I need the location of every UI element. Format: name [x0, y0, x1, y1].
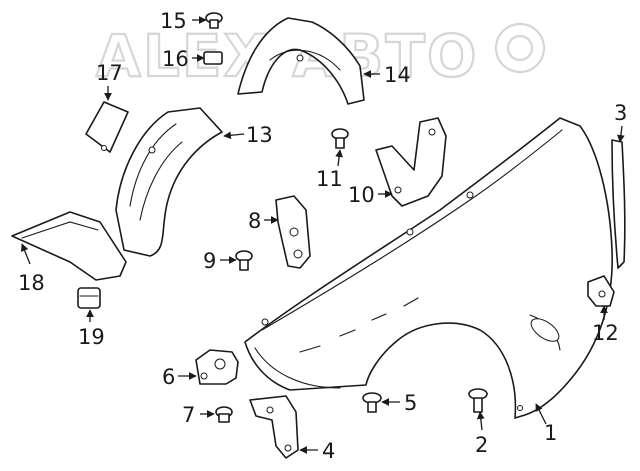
part-1-fender[interactable] — [244, 117, 613, 419]
part-7-nut[interactable] — [215, 406, 233, 423]
callout-7: 7 — [182, 403, 215, 427]
part-9-screw[interactable] — [235, 250, 253, 271]
callout-label-15: 15 — [160, 9, 187, 33]
callout-label-10: 10 — [348, 183, 375, 207]
part-13-wheel-arch-liner[interactable] — [115, 107, 223, 257]
callout-14: 14 — [363, 63, 411, 87]
callout-1: 1 — [535, 403, 557, 445]
callout-label-2: 2 — [475, 433, 488, 457]
part-4-lower-bracket[interactable] — [249, 395, 299, 459]
callout-label-1: 1 — [544, 421, 557, 445]
callout-10: 10 — [348, 183, 393, 207]
part-16-nut[interactable] — [203, 51, 223, 65]
callout-label-14: 14 — [384, 63, 411, 87]
part-2-screw[interactable] — [468, 388, 488, 413]
callout-label-11: 11 — [316, 167, 343, 191]
part-18-underbody-shield[interactable] — [11, 211, 127, 281]
part-14-wheel-arch-liner[interactable] — [237, 17, 365, 105]
part-12-clip[interactable] — [587, 275, 615, 307]
callout-15: 15 — [160, 9, 207, 33]
part-5-screw[interactable] — [362, 392, 382, 413]
callout-8: 8 — [248, 209, 279, 233]
callout-17: 17 — [96, 61, 123, 101]
callout-5: 5 — [381, 391, 417, 415]
callout-label-19: 19 — [78, 325, 105, 349]
callout-label-18: 18 — [18, 271, 45, 295]
callout-9: 9 — [203, 249, 237, 273]
callout-13: 13 — [223, 123, 273, 147]
callout-label-12: 12 — [592, 321, 619, 345]
callout-11: 11 — [316, 149, 343, 191]
part-10-bracket[interactable] — [375, 117, 447, 207]
callout-label-9: 9 — [203, 249, 216, 273]
part-11-screw[interactable] — [331, 128, 349, 149]
callout-3: 3 — [614, 101, 627, 143]
callout-label-17: 17 — [96, 61, 123, 85]
callout-label-4: 4 — [322, 439, 335, 463]
callout-12: 12 — [592, 305, 619, 345]
callout-6: 6 — [162, 365, 197, 389]
callout-18: 18 — [18, 243, 45, 295]
callout-label-8: 8 — [248, 209, 261, 233]
callout-label-13: 13 — [246, 123, 273, 147]
callout-label-16: 16 — [162, 47, 189, 71]
part-19-grommet[interactable] — [77, 287, 101, 309]
part-15-screw[interactable] — [205, 12, 223, 29]
callout-16: 16 — [162, 47, 205, 71]
callout-label-6: 6 — [162, 365, 175, 389]
callout-4: 4 — [299, 439, 335, 463]
part-17-cover[interactable] — [85, 101, 129, 153]
callout-2: 2 — [475, 411, 488, 457]
part-3-seal-strip[interactable] — [611, 139, 626, 269]
part-6-bracket[interactable] — [195, 349, 239, 385]
part-8-bracket[interactable] — [275, 195, 311, 269]
callout-label-7: 7 — [182, 403, 195, 427]
callout-label-3: 3 — [614, 101, 627, 125]
callout-label-5: 5 — [404, 391, 417, 415]
callout-19: 19 — [78, 309, 105, 349]
